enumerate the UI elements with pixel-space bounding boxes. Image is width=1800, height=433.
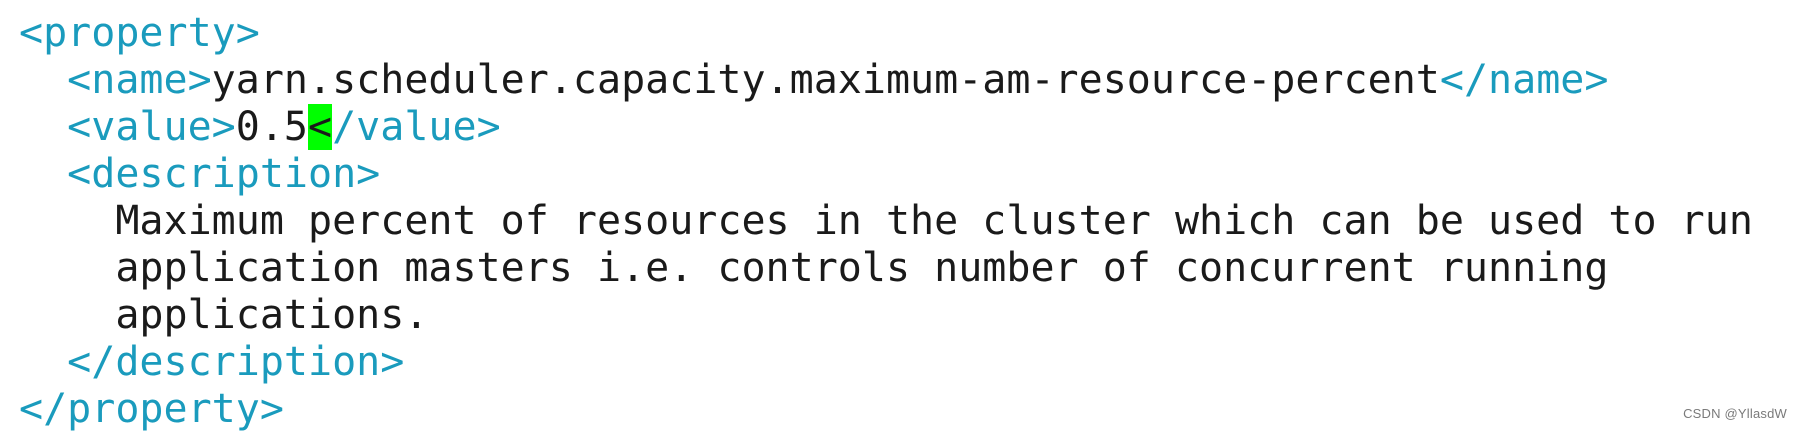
indent (19, 104, 67, 150)
code-line-8: </description> (19, 339, 1753, 386)
code-content[interactable]: <property> <name>yarn.scheduler.capacity… (19, 10, 1753, 433)
value-close-tag-rest: /value> (332, 104, 501, 150)
indent (19, 57, 67, 103)
code-line-5: Maximum percent of resources in the clus… (19, 198, 1753, 245)
code-line-4: <description> (19, 151, 1753, 198)
value-text: 0.5 (235, 104, 308, 150)
description-text-line-3: applications. (115, 292, 429, 338)
name-open-tag: <name> (67, 57, 212, 103)
code-line-1: <property> (19, 10, 1753, 57)
code-line-9: </property> (19, 386, 1753, 433)
code-line-2: <name>yarn.scheduler.capacity.maximum-am… (19, 57, 1753, 104)
indent (19, 198, 115, 244)
indent (19, 292, 115, 338)
value-open-tag: <value> (67, 104, 236, 150)
text-cursor: < (308, 104, 333, 150)
indent (19, 151, 67, 197)
description-close-tag: </description> (67, 339, 405, 385)
description-text-line-2: application masters i.e. controls number… (115, 245, 1609, 291)
indent (19, 339, 67, 385)
name-close-tag: </name> (1439, 57, 1609, 103)
property-close-tag: </property> (19, 386, 284, 432)
code-line-3: <value>0.5</value> (19, 104, 1753, 151)
property-open-tag: <property> (19, 10, 260, 56)
indent (19, 245, 115, 291)
watermark: CSDN @YllasdW (1683, 406, 1787, 421)
code-line-7: applications. (19, 292, 1753, 339)
name-value-text: yarn.scheduler.capacity.maximum-am-resou… (211, 57, 1440, 103)
description-open-tag: <description> (67, 151, 381, 197)
description-text-line-1: Maximum percent of resources in the clus… (115, 198, 1753, 244)
code-line-6: application masters i.e. controls number… (19, 245, 1753, 292)
